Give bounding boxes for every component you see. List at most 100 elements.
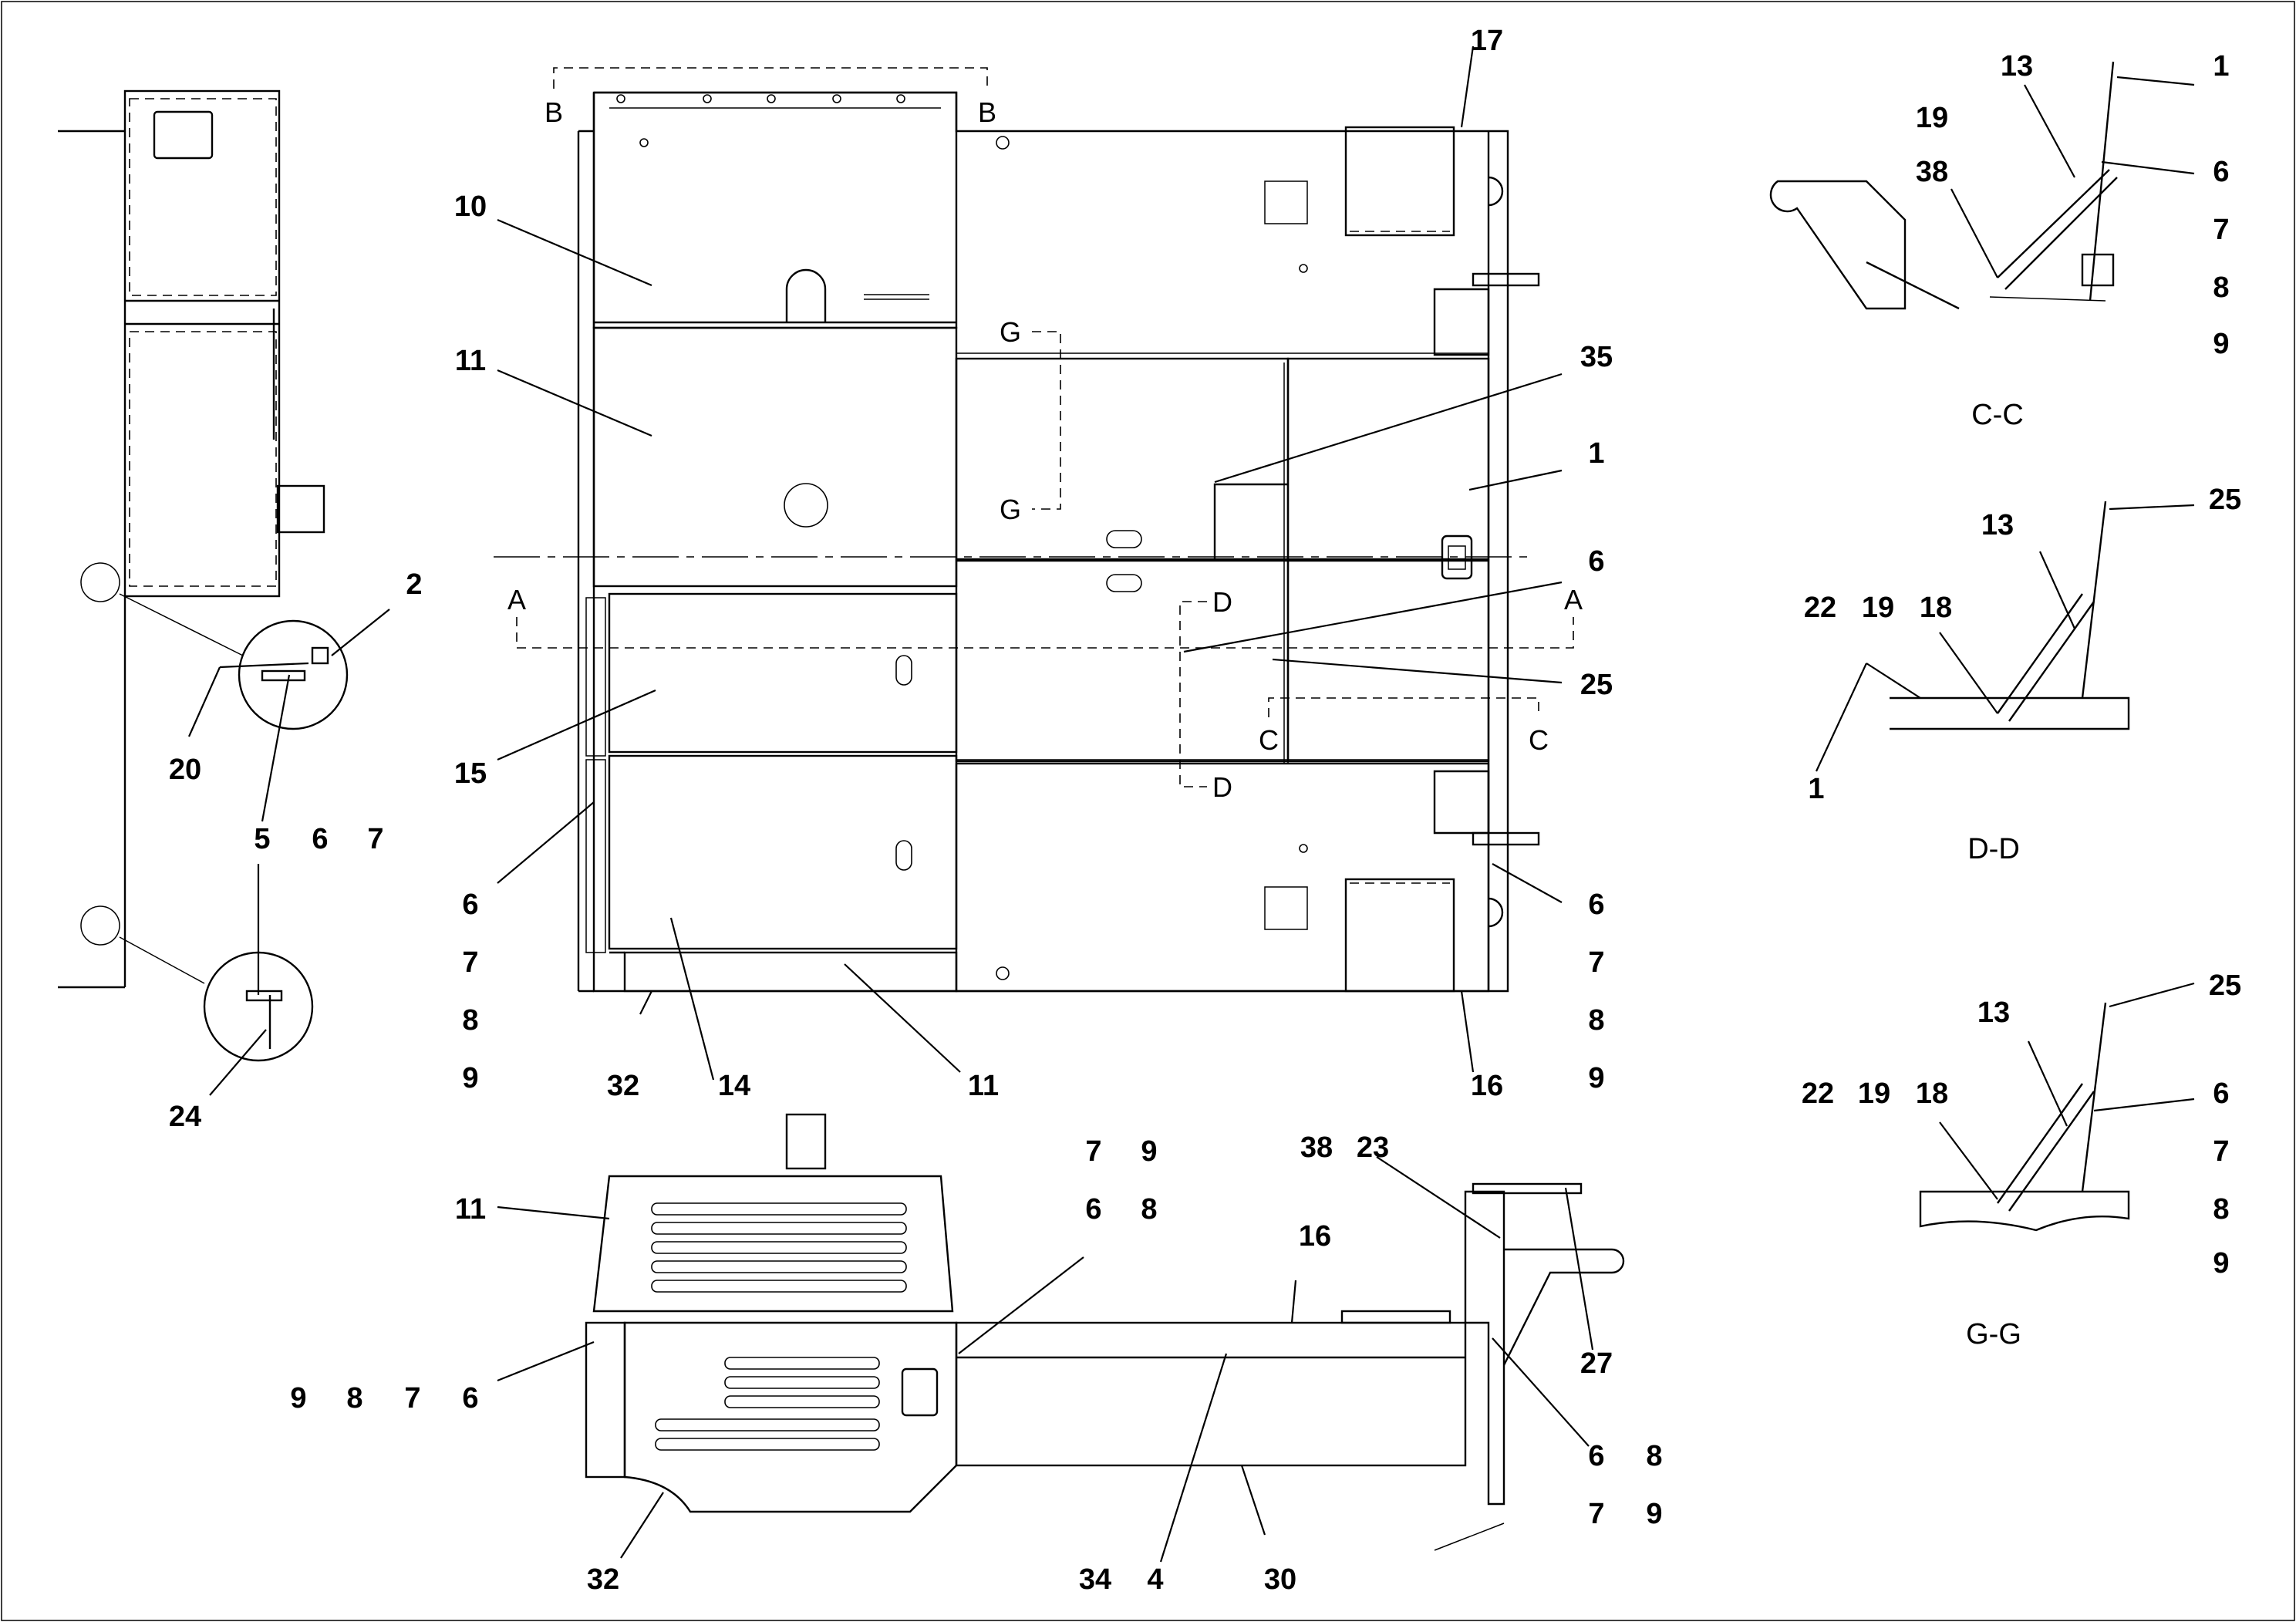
section-markers: B B G G A A D D C C xyxy=(507,96,1583,803)
callout-2: 2 xyxy=(406,568,422,601)
section-marker: A xyxy=(1564,584,1583,615)
callout-9: 9 xyxy=(2213,328,2229,360)
callout-6: 6 xyxy=(1588,545,1604,578)
section-marker: C xyxy=(1529,724,1549,756)
callout-16: 16 xyxy=(1299,1220,1331,1253)
callout-22: 22 xyxy=(1804,592,1836,624)
callout-6: 6 xyxy=(2213,156,2229,188)
section-line-a xyxy=(516,617,1574,649)
main-callouts: 17 10 11 35 1 6 25 15 6 7 8 9 32 14 11 1… xyxy=(454,25,1613,1102)
section-dd-view xyxy=(1816,501,2195,772)
callout-19: 19 xyxy=(1916,102,1948,134)
callout-38: 38 xyxy=(1916,156,1948,188)
section-dd-labels: D-D 13 25 22 19 18 1 xyxy=(1804,484,2241,865)
callout-8: 8 xyxy=(1588,1004,1604,1037)
callout-20: 20 xyxy=(169,754,201,786)
callout-25: 25 xyxy=(2209,484,2241,516)
callout-35: 35 xyxy=(1580,341,1613,373)
grille-slots xyxy=(651,1202,907,1451)
bottom-front-view xyxy=(497,1113,1625,1563)
callout-32: 32 xyxy=(607,1070,639,1102)
callout-25: 25 xyxy=(2209,969,2241,1002)
callout-1: 1 xyxy=(2213,50,2229,83)
grille-cover-11 xyxy=(592,1175,954,1313)
callout-6: 6 xyxy=(462,889,478,921)
front-rail-16 xyxy=(955,1321,1467,1467)
section-gg-view xyxy=(1919,982,2195,1232)
callout-6: 6 xyxy=(1588,1440,1604,1472)
cover-panel-11 xyxy=(592,326,958,588)
callout-6: 6 xyxy=(1085,1193,1101,1226)
section-marker: C xyxy=(1259,724,1279,756)
callout-13: 13 xyxy=(2001,50,2033,83)
section-marker: D xyxy=(1212,771,1232,803)
callout-23: 23 xyxy=(1357,1131,1389,1164)
callout-8: 8 xyxy=(1141,1193,1157,1226)
callout-9: 9 xyxy=(1588,1062,1604,1094)
callout-19: 19 xyxy=(1858,1077,1890,1110)
callout-9: 9 xyxy=(2213,1247,2229,1280)
callout-18: 18 xyxy=(1920,592,1952,624)
callout-18: 18 xyxy=(1916,1077,1948,1110)
callout-9: 9 xyxy=(1646,1498,1662,1530)
callout-16: 16 xyxy=(1471,1070,1503,1102)
callout-6: 6 xyxy=(2213,1077,2229,1110)
callout-38: 38 xyxy=(1300,1131,1333,1164)
main-frame xyxy=(592,91,1509,993)
callout-9: 9 xyxy=(1141,1135,1157,1168)
section-marker: D xyxy=(1212,586,1232,618)
cover-panel-14 xyxy=(608,754,958,950)
callout-6: 6 xyxy=(462,1382,478,1415)
inner-panel-upper xyxy=(955,357,1290,561)
handle-cutout xyxy=(785,268,827,322)
callout-25: 25 xyxy=(1580,669,1613,701)
callout-6: 6 xyxy=(1588,889,1604,921)
section-line-d xyxy=(1179,601,1207,787)
callout-8: 8 xyxy=(1646,1440,1662,1472)
callout-8: 8 xyxy=(2213,271,2229,304)
callout-13: 13 xyxy=(1981,509,2014,541)
callout-1: 1 xyxy=(1588,437,1604,470)
callout-15: 15 xyxy=(454,757,487,790)
callout-14: 14 xyxy=(718,1070,750,1102)
callout-8: 8 xyxy=(462,1004,478,1037)
section-line-b xyxy=(553,67,988,89)
cover-panel-10 xyxy=(592,91,958,329)
callout-34: 34 xyxy=(1079,1563,1111,1596)
section-line-c xyxy=(1268,697,1539,717)
section-cc-view xyxy=(1769,61,2195,310)
callout-11: 11 xyxy=(455,1193,486,1226)
callout-27: 27 xyxy=(1580,1347,1613,1380)
main-top-view xyxy=(494,46,1574,1081)
section-caption-cc: C-C xyxy=(1971,399,2024,431)
callout-7: 7 xyxy=(462,946,478,979)
callout-7: 7 xyxy=(1588,1498,1604,1530)
section-cc-labels: C-C 13 1 19 38 6 7 8 9 xyxy=(1916,50,2230,431)
callout-13: 13 xyxy=(1977,996,2010,1029)
callout-17: 17 xyxy=(1471,25,1503,57)
section-marker: B xyxy=(544,96,563,128)
side-body xyxy=(123,89,281,598)
section-marker: A xyxy=(507,584,526,615)
callout-4: 4 xyxy=(1147,1563,1163,1596)
section-line-g xyxy=(1032,331,1061,510)
bottom-callouts: 11 7 9 6 8 38 23 16 27 9 8 7 6 6 8 7 9 3… xyxy=(290,1131,1662,1596)
callout-19: 19 xyxy=(1862,592,1894,624)
bottom-strip-11 xyxy=(623,951,958,993)
callout-9: 9 xyxy=(462,1062,478,1094)
corner-box-bottom xyxy=(1344,878,1455,993)
corner-box-top xyxy=(1344,126,1455,237)
callout-9: 9 xyxy=(290,1382,306,1415)
callout-7: 7 xyxy=(2213,214,2229,246)
section-caption-dd: D-D xyxy=(1967,833,2020,865)
callout-8: 8 xyxy=(346,1382,362,1415)
section-marker: B xyxy=(978,96,996,128)
front-panel-32 xyxy=(623,1321,958,1513)
callout-6: 6 xyxy=(312,823,328,855)
callout-24: 24 xyxy=(169,1101,201,1133)
left-callouts: 2 20 5 6 7 24 xyxy=(169,568,423,1133)
callout-11: 11 xyxy=(455,345,486,377)
left-side-view xyxy=(58,89,390,1096)
